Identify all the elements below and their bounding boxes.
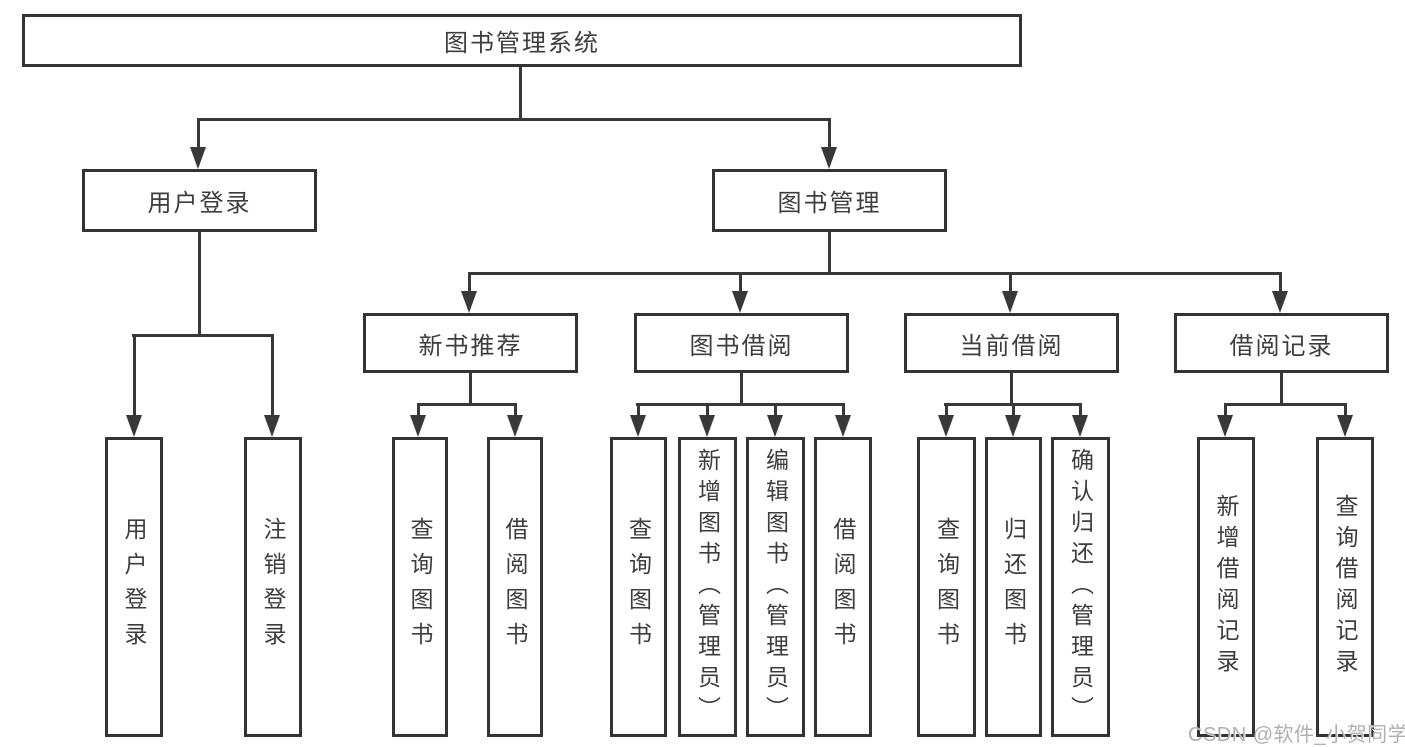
leaf-logout: 注销登录	[244, 437, 302, 737]
arrowhead-down-icon	[1002, 291, 1018, 313]
node-book-management: 图书管理	[712, 169, 947, 232]
leaf-query-books-borrowing: 查询图书	[610, 437, 667, 737]
connector-line	[1010, 373, 1013, 406]
connector-line	[706, 403, 709, 415]
connector-line	[828, 232, 831, 275]
node-new-book-recommendation: 新书推荐	[363, 313, 578, 373]
node-current-borrowing: 当前借阅	[904, 313, 1119, 373]
node-borrowing-records: 借阅记录	[1174, 313, 1389, 373]
node-user-login: 用户登录	[82, 169, 317, 232]
connector-line	[1012, 403, 1015, 415]
leaf-borrow-books-borrowing: 借阅图书	[814, 437, 872, 737]
leaf-user-login: 用户登录	[105, 437, 163, 737]
leaf-confirm-return-admin: 确认归还（管理员）	[1051, 437, 1110, 737]
leaf-return-books: 归还图书	[985, 437, 1042, 737]
leaf-query-books-recommend: 查询图书	[392, 437, 448, 737]
connector-line	[1079, 403, 1082, 415]
connector-line	[1224, 403, 1347, 406]
arrowhead-down-icon	[767, 415, 783, 437]
connector-line	[828, 118, 831, 147]
arrowhead-down-icon	[1072, 415, 1088, 437]
connector-line	[945, 403, 948, 415]
leaf-add-book-admin: 新增图书（管理员）	[678, 437, 737, 737]
leaf-query-borrow-record: 查询借阅记录	[1316, 437, 1374, 737]
connector-line	[469, 373, 472, 406]
arrowhead-down-icon	[126, 415, 142, 437]
connector-line	[132, 334, 274, 337]
connector-line	[417, 403, 420, 415]
connector-line	[197, 118, 200, 147]
connector-line	[636, 403, 844, 406]
arrowhead-down-icon	[1005, 415, 1021, 437]
arrowhead-down-icon	[821, 147, 837, 169]
connector-line	[1279, 272, 1282, 291]
arrowhead-down-icon	[699, 415, 715, 437]
connector-line	[271, 334, 274, 415]
csdn-watermark: CSDN @软件_小贺同学	[1188, 724, 1405, 746]
arrowhead-down-icon	[461, 291, 477, 313]
connector-line	[1344, 403, 1347, 415]
connector-line	[417, 403, 517, 406]
arrowhead-down-icon	[1337, 415, 1353, 437]
leaf-add-borrow-record: 新增借阅记录	[1197, 437, 1255, 737]
arrowhead-down-icon	[835, 415, 851, 437]
arrowhead-down-icon	[1217, 415, 1233, 437]
connector-line	[468, 272, 471, 291]
leaf-edit-book-admin: 编辑图书（管理员）	[746, 437, 805, 737]
connector-line	[133, 334, 136, 415]
arrowhead-down-icon	[264, 415, 280, 437]
leaf-borrow-books-recommend: 借阅图书	[487, 437, 543, 737]
connector-line	[197, 118, 831, 121]
connector-line	[740, 373, 743, 406]
node-library-management-system: 图书管理系统	[22, 14, 1022, 67]
arrowhead-down-icon	[190, 147, 206, 169]
connector-line	[519, 67, 522, 121]
connector-line	[468, 272, 1282, 275]
arrowhead-down-icon	[507, 415, 523, 437]
leaf-query-books-current: 查询图书	[917, 437, 976, 737]
node-book-borrowing: 图书借阅	[634, 313, 849, 373]
connector-line	[514, 403, 517, 415]
arrowhead-down-icon	[1272, 291, 1288, 313]
arrowhead-down-icon	[732, 291, 748, 313]
connector-line	[1009, 272, 1012, 291]
arrowhead-down-icon	[938, 415, 954, 437]
connector-line	[637, 403, 640, 415]
connector-line	[739, 272, 742, 291]
connector-line	[774, 403, 777, 415]
connector-line	[1224, 403, 1227, 415]
arrowhead-down-icon	[630, 415, 646, 437]
connector-line	[1280, 373, 1283, 406]
arrowhead-down-icon	[410, 415, 426, 437]
connector-line	[198, 232, 201, 337]
connector-line	[842, 403, 845, 415]
